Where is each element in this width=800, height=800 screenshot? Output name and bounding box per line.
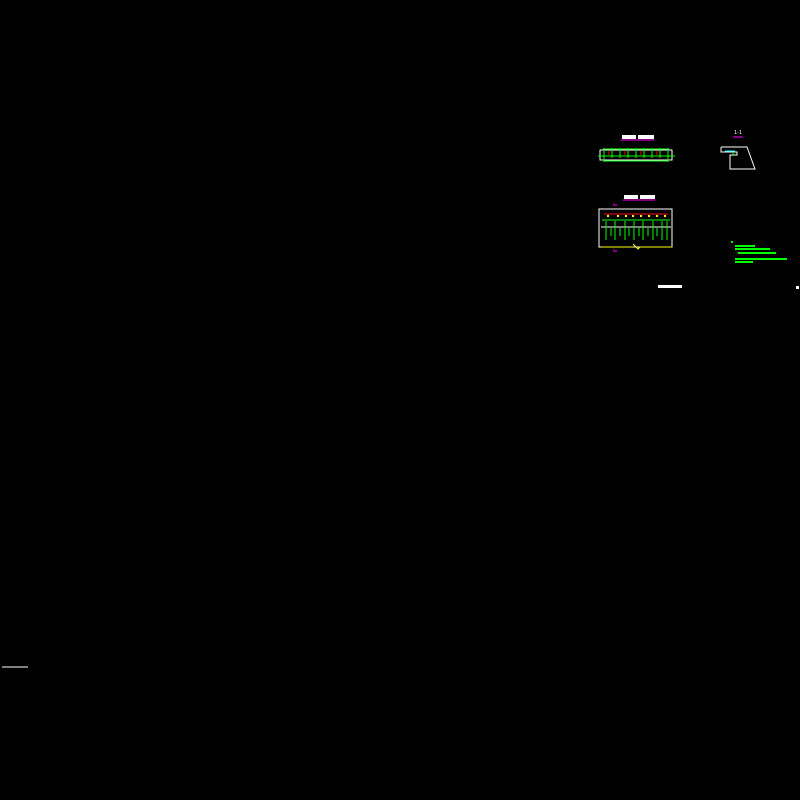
- plan-title-text: [624, 195, 638, 199]
- section-view: [720, 136, 756, 170]
- sheet-number-mark: [796, 286, 799, 289]
- elevation-title-text: [638, 135, 654, 139]
- cut-mark-bottom: I: [613, 248, 615, 253]
- elevation-view: [598, 135, 675, 162]
- section-outline: [720, 146, 756, 170]
- plan-piles: [605, 221, 668, 240]
- elevation-title-text: [622, 135, 636, 139]
- plan-anchors: [607, 215, 666, 217]
- plan-outline: [598, 208, 673, 248]
- notes-block: [731, 241, 787, 263]
- plan-title-text: [640, 195, 655, 199]
- section-label: 1-1: [734, 130, 743, 136]
- elevation-red-marks: [608, 151, 658, 155]
- elevation-posts: [603, 148, 669, 162]
- break-line: [632, 243, 641, 250]
- cut-mark-top: I: [613, 202, 615, 207]
- plan-view: [598, 195, 673, 252]
- sheet-title-text: [658, 285, 682, 288]
